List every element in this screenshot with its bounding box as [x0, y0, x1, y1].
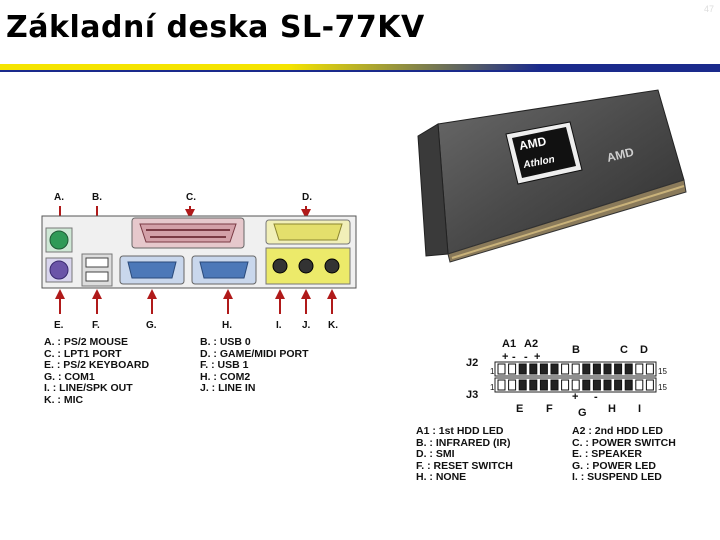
header-legend-right: A2 : 2nd HDD LED C. : POWER SWITCH E. : …	[572, 426, 676, 484]
header-pin-15-j3: 15	[658, 383, 667, 392]
header-label-d: D	[640, 344, 648, 356]
port-label-j: J.	[302, 320, 311, 331]
header-label-i: I	[638, 403, 641, 415]
port-legend-item: J. : LINE IN	[200, 383, 309, 395]
header-pin	[551, 380, 558, 390]
port-legend-item: K. : MIC	[44, 395, 149, 407]
line-in-jack	[299, 259, 313, 273]
polarity-plus-g: +	[572, 391, 578, 403]
header-pin	[583, 380, 590, 390]
port-label-a: A.	[54, 192, 64, 203]
header-pin	[519, 380, 526, 390]
header-pin	[636, 364, 643, 374]
header-pin	[646, 380, 653, 390]
port-legend-item: A. : PS/2 MOUSE	[44, 337, 149, 349]
header-legend-item: H. : NONE	[416, 472, 513, 484]
header-pin	[636, 380, 643, 390]
header-legend-item: I. : SUSPEND LED	[572, 472, 676, 484]
header-pin	[646, 364, 653, 374]
polarity-plus-a2: +	[534, 351, 540, 363]
header-pin	[519, 364, 526, 374]
header-label-f: F	[546, 403, 553, 415]
header-pin	[562, 364, 569, 374]
header-legend-item: E. : SPEAKER	[572, 449, 676, 461]
front-panel-header-diagram: A1 A2 B C D J2 J3 1 1 15 15 + - - + + - …	[462, 336, 682, 418]
title-divider-line	[0, 70, 720, 72]
header-pin	[593, 380, 600, 390]
header-pin	[604, 380, 611, 390]
header-pin	[540, 364, 547, 374]
header-pin-1-j2: 1	[490, 367, 495, 376]
port-label-g: G.	[146, 320, 157, 331]
header-pin-grid	[495, 362, 656, 392]
header-pin	[572, 364, 579, 374]
header-pin	[530, 364, 537, 374]
port-label-e: E.	[54, 320, 64, 331]
slide-title: Základní deska SL-77KV	[6, 10, 425, 45]
header-legend-item: D. : SMI	[416, 449, 513, 461]
game-midi-port	[274, 224, 342, 240]
header-pin	[615, 380, 622, 390]
header-label-c: C	[620, 344, 628, 356]
port-legend-item: B. : USB 0	[200, 337, 309, 349]
port-label-d: D.	[302, 192, 312, 203]
rear-io-panel-diagram: A. B. C. D. E. F. G. H. I. J. K.	[40, 188, 360, 338]
header-pin	[572, 380, 579, 390]
header-pin-1-j3: 1	[490, 383, 495, 392]
port-legend-item: F. : USB 1	[200, 360, 309, 372]
ps2-mouse-port	[50, 231, 68, 249]
port-label-c: C.	[186, 192, 196, 203]
line-spk-out-jack	[273, 259, 287, 273]
polarity-minus-a2: -	[524, 351, 528, 363]
header-pin	[551, 364, 558, 374]
header-pin	[530, 380, 537, 390]
header-row-j3: J3	[466, 389, 478, 401]
header-pin	[498, 364, 505, 374]
header-pin	[604, 364, 611, 374]
header-legend-item: A1 : 1st HDD LED	[416, 426, 513, 438]
header-pin	[498, 380, 505, 390]
header-pin	[625, 380, 632, 390]
com2-port	[200, 262, 248, 278]
port-legend-left: A. : PS/2 MOUSE C. : LPT1 PORT E. : PS/2…	[44, 337, 149, 406]
port-label-b: B.	[92, 192, 102, 203]
header-pin-15-j2: 15	[658, 367, 667, 376]
usb-0-port	[86, 258, 108, 267]
header-label-h: H	[608, 403, 616, 415]
slide-number: 47	[704, 4, 714, 14]
header-legend-item: A2 : 2nd HDD LED	[572, 426, 676, 438]
header-row-j2: J2	[466, 357, 478, 369]
header-pin	[562, 380, 569, 390]
ps2-keyboard-port	[50, 261, 68, 279]
header-pin	[615, 364, 622, 374]
lpt1-port	[140, 224, 236, 242]
header-legend-left: A1 : 1st HDD LED B. : INFRARED (IR) D. :…	[416, 426, 513, 484]
port-legend-item: E. : PS/2 KEYBOARD	[44, 360, 149, 372]
port-legend-right: B. : USB 0 D. : GAME/MIDI PORT F. : USB …	[200, 337, 309, 395]
usb-1-port	[86, 272, 108, 281]
header-label-g: G	[578, 407, 587, 418]
port-label-i: I.	[276, 320, 282, 331]
port-label-f: F.	[92, 320, 100, 331]
header-label-a2: A2	[524, 338, 538, 350]
port-legend-item: I. : LINE/SPK OUT	[44, 383, 149, 395]
mic-jack	[325, 259, 339, 273]
com1-port	[128, 262, 176, 278]
header-pin	[540, 380, 547, 390]
amd-athlon-cpu-image: AMD Athlon AMD	[408, 84, 690, 264]
polarity-plus-a1: +	[502, 351, 508, 363]
polarity-minus-a1: -	[512, 351, 516, 363]
header-label-b: B	[572, 344, 580, 356]
header-label-a1: A1	[502, 338, 516, 350]
polarity-minus-g: -	[594, 391, 598, 403]
port-label-h: H.	[222, 320, 232, 331]
port-label-k: K.	[328, 320, 338, 331]
header-pin	[625, 364, 632, 374]
header-pin	[509, 380, 516, 390]
header-pin	[509, 364, 516, 374]
header-pin	[593, 364, 600, 374]
header-pin	[583, 364, 590, 374]
header-label-e: E	[516, 403, 523, 415]
